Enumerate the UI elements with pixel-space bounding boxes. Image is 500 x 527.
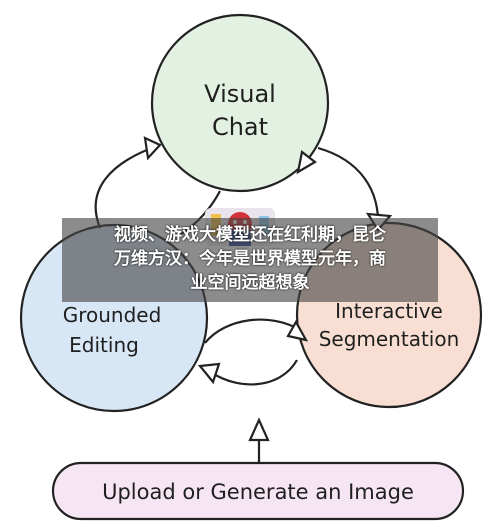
arrow-editing-to-chat <box>94 143 161 229</box>
visual-chat-label-line2: Chat <box>212 113 268 141</box>
arrow-editing-to-segmentation <box>204 318 301 344</box>
visual-chat-label-line1: Visual <box>204 80 276 108</box>
caption-overlay <box>62 218 438 302</box>
caption-text[interactable]: 视频、游戏大模型还在红利期，昆仑 万维方汉：今年是世界模型元年，商 业空间远超想… <box>66 223 434 295</box>
caption-line-2: 万维方汉：今年是世界模型元年，商 <box>114 249 386 269</box>
caption-line-3: 业空间远超想象 <box>190 273 310 293</box>
arrowhead-editing-to-chat <box>143 136 162 161</box>
upload-label: Upload or Generate an Image <box>102 480 414 504</box>
visual-chat-node <box>150 13 330 193</box>
interactive-segmentation-label-line1: Interactive <box>335 299 443 323</box>
grounded-editing-label-line2: Editing <box>69 333 139 357</box>
arrowhead-upload-to-center <box>248 417 270 442</box>
arrowhead-segmentation-to-editing <box>197 362 221 385</box>
interactive-segmentation-label-line2: Segmentation <box>319 327 460 351</box>
grounded-editing-label-line1: Grounded <box>63 303 162 327</box>
caption-line-1: 视频、游戏大模型还在红利期，昆仑 <box>114 225 386 245</box>
arrowhead-chat-right <box>296 150 317 175</box>
arrowhead-editing-to-segmentation <box>286 319 309 342</box>
